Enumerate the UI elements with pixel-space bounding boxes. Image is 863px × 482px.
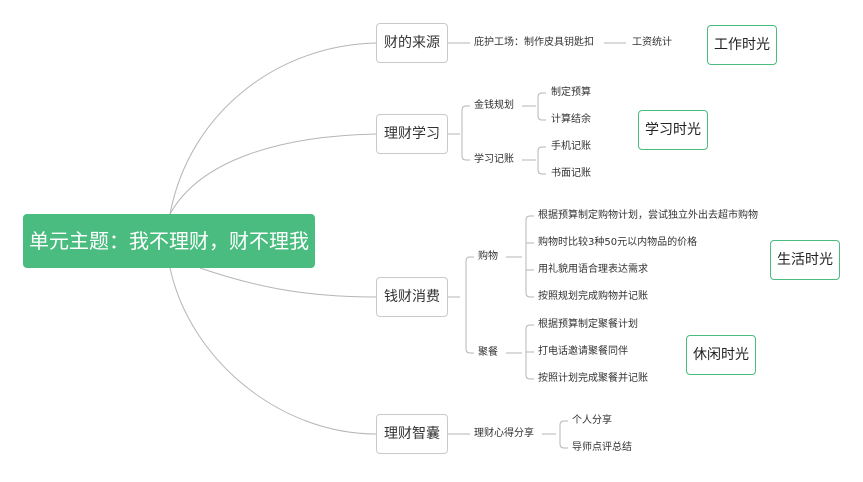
leaf-wage-stats[interactable]: 工资统计 — [632, 37, 672, 48]
leaf-item[interactable]: 计算结余 — [551, 114, 591, 125]
branch-source[interactable]: 财的来源 — [376, 23, 448, 63]
leaf-dinner[interactable]: 聚餐 — [478, 347, 498, 358]
tag-leisure-time[interactable]: 休闲时光 — [686, 335, 756, 375]
leaf-item[interactable]: 制定预算 — [551, 87, 591, 98]
leaf-item[interactable]: 按照规划完成购物并记账 — [538, 291, 648, 302]
leaf-item[interactable]: 手机记账 — [551, 141, 591, 152]
leaf-shopping[interactable]: 购物 — [478, 251, 498, 262]
tag-study-time[interactable]: 学习时光 — [638, 110, 708, 150]
leaf-item[interactable]: 购物时比较3种50元以内物品的价格 — [538, 237, 698, 248]
leaf-money-planning[interactable]: 金钱规划 — [474, 100, 514, 111]
leaf-item[interactable]: 根据预算制定聚餐计划 — [538, 319, 638, 330]
leaf-item[interactable]: 用礼貌用语合理表达需求 — [538, 264, 648, 275]
leaf-bookkeeping[interactable]: 学习记账 — [474, 154, 514, 165]
leaf-item[interactable]: 个人分享 — [572, 415, 612, 426]
branch-advisor[interactable]: 理财智囊 — [376, 414, 448, 454]
leaf-item[interactable]: 导师点评总结 — [572, 442, 632, 453]
leaf-item[interactable]: 书面记账 — [551, 168, 591, 179]
branch-spending[interactable]: 钱财消费 — [376, 277, 448, 317]
leaf-item[interactable]: 根据预算制定购物计划，尝试独立外出去超市购物 — [538, 210, 758, 221]
tag-life-time[interactable]: 生活时光 — [770, 240, 840, 280]
tag-work-time[interactable]: 工作时光 — [707, 25, 777, 65]
leaf-workshop[interactable]: 庇护工场：制作皮具钥匙扣 — [474, 37, 594, 48]
branch-learning[interactable]: 理财学习 — [376, 114, 448, 154]
root-topic[interactable]: 单元主题：我不理财，财不理我 — [23, 214, 315, 268]
leaf-item[interactable]: 按照计划完成聚餐并记账 — [538, 373, 648, 384]
leaf-sharing[interactable]: 理财心得分享 — [474, 428, 534, 439]
leaf-item[interactable]: 打电话邀请聚餐同伴 — [538, 346, 628, 357]
